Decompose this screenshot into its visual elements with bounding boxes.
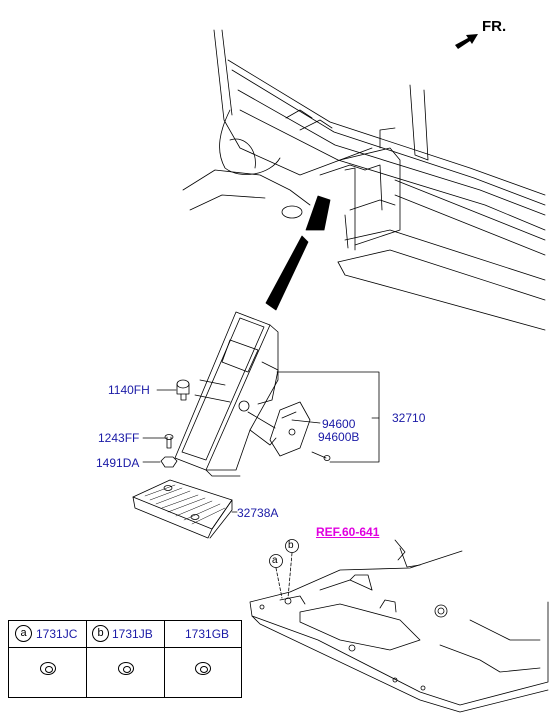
part-label-32710[interactable]: 32710 [392,411,426,425]
part-label-1491da[interactable]: 1491DA [96,456,140,470]
legend-cell-b [87,648,165,697]
legend-header-c: 1731GB [165,621,241,648]
reference-link-60-641[interactable]: REF.60-641 [316,525,380,539]
pedal-pad-32738a [132,479,233,539]
part-label-94600b[interactable]: 94600B [318,430,360,444]
legend-code-1731jc[interactable]: 1731JC [36,627,78,641]
fr-arrow-icon [455,34,478,49]
bolt-1140fh [176,379,190,401]
pin-1243ff [164,434,174,449]
pedal-mount-highlight [305,195,331,231]
callout-a-leader [275,567,283,599]
location-leader-arrow [265,235,309,311]
front-direction-label: FR. [482,18,507,35]
legend-marker-b: b [92,625,109,642]
legend-header-a: a 1731JC [9,621,87,648]
callout-a-label: a [272,555,278,566]
legend-code-1731jb[interactable]: 1731JB [112,627,153,641]
legend-cell-a [9,648,87,697]
callout-a-circle [269,554,283,568]
leader-lines [142,371,421,568]
legend-code-1731gb[interactable]: 1731GB [185,627,230,641]
fastener-legend-table: a 1731JC b 1731JB 1731GB [8,620,242,698]
vehicle-body-structure [182,29,546,331]
legend-header-b: b 1731JB [87,621,165,648]
clip-1491da [160,456,178,468]
accelerator-pedal-assembly [174,311,279,477]
part-label-1140fh[interactable]: 1140FH [108,383,150,397]
pad-texture [144,484,226,525]
grommet-icon [40,662,56,675]
part-label-94600[interactable]: 94600 [322,417,356,431]
legend-marker-a: a [15,625,32,642]
sensor-94600 [269,401,331,461]
callout-b-label: b [288,540,294,551]
part-label-1243ff[interactable]: 1243FF [98,431,140,445]
grommet-icon [118,662,134,675]
part-label-32738a[interactable]: 32738A [237,506,279,520]
floor-panel [249,550,549,713]
callout-b-leader [287,552,293,599]
callout-b-circle [285,539,299,553]
grommet-icon [195,662,211,675]
legend-cell-c [165,648,241,697]
